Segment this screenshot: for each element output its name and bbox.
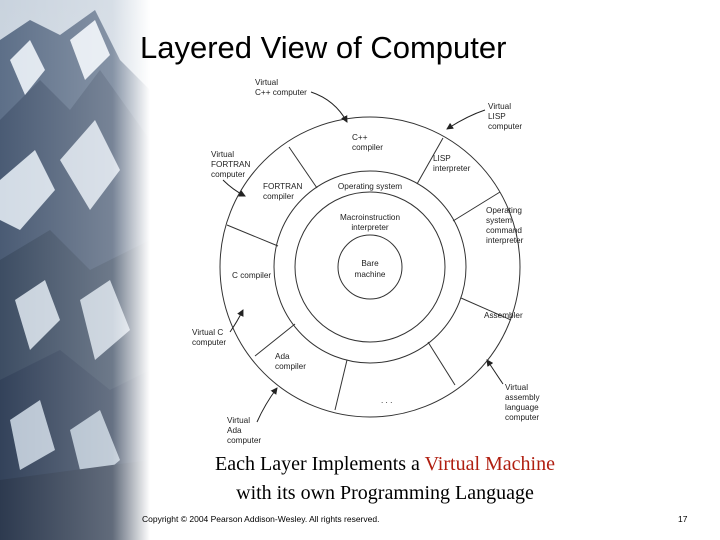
vm-fortran-line1: Virtual [211, 150, 234, 159]
lisp-interpreter-line1: LISP [433, 154, 451, 163]
core-ring [337, 234, 403, 300]
vm-assembly-line4: computer [505, 413, 539, 422]
vm-c-line1: Virtual C [192, 328, 223, 337]
os-ring-inner [294, 191, 446, 343]
macro-ring-label-line1: Macroinstruction [340, 213, 401, 222]
core-label-line2: machine [355, 270, 386, 279]
vm-cpp-line1: Virtual [255, 78, 278, 87]
core-label-line1: Bare [361, 259, 379, 268]
layered-computer-diagram: Bare machine Macroinstruction interprete… [192, 78, 540, 445]
vm-assembly-line3: language [505, 403, 539, 412]
vm-cpp-line2: C++ computer [255, 88, 307, 97]
vm-lisp-line2: LISP [488, 112, 506, 121]
os-command-line1: Operating [486, 206, 522, 215]
os-command-line4: interpreter [486, 236, 524, 245]
vm-ada-line2: Ada [227, 426, 242, 435]
vm-lisp-line3: computer [488, 122, 522, 131]
cpp-compiler-line2: compiler [352, 143, 383, 152]
ada-compiler-line2: compiler [275, 362, 306, 371]
outer-ring [219, 116, 521, 418]
caption-line-2: with its own Programming Language [236, 482, 534, 504]
assembler-label: Assembler [484, 311, 523, 320]
page-number: 17 [678, 514, 688, 524]
os-command-line3: command [486, 226, 522, 235]
vm-fortran-line2: FORTRAN [211, 160, 251, 169]
os-command-line2: system [486, 216, 512, 225]
os-ring-label: Operating system [338, 182, 402, 191]
ellipsis-label: . . . [381, 396, 392, 405]
c-compiler-label: C compiler [232, 271, 271, 280]
cpp-compiler-line1: C++ [352, 133, 368, 142]
slide-title: Layered View of Computer [140, 30, 507, 65]
vm-assembly-line1: Virtual [505, 383, 528, 392]
fortran-compiler-line1: FORTRAN [263, 182, 303, 191]
lisp-interpreter-line2: interpreter [433, 164, 471, 173]
mountain-background-image [0, 0, 150, 540]
ada-compiler-line1: Ada [275, 352, 290, 361]
vm-c-line2: computer [192, 338, 226, 347]
caption-highlight-virtual-machine: Virtual Machine [424, 453, 555, 475]
caption-line-1-prefix: Each Layer Implements a [215, 453, 425, 475]
copyright-notice: Copyright © 2004 Pearson Addison-Wesley.… [142, 514, 380, 524]
vm-pointer-arrows [222, 91, 504, 423]
caption-line-1: Each Layer Implements a Virtual Machine [140, 450, 630, 478]
outer-segment-inner-ring [273, 170, 467, 364]
vm-lisp-line1: Virtual [488, 102, 511, 111]
segment-dividers [226, 137, 512, 411]
vm-ada-line3: computer [227, 436, 261, 445]
vm-assembly-line2: assembly [505, 393, 540, 402]
fortran-compiler-line2: compiler [263, 192, 294, 201]
vm-fortran-line3: computer [211, 170, 245, 179]
vm-ada-line1: Virtual [227, 416, 250, 425]
macro-ring-label-line2: interpreter [351, 223, 389, 232]
